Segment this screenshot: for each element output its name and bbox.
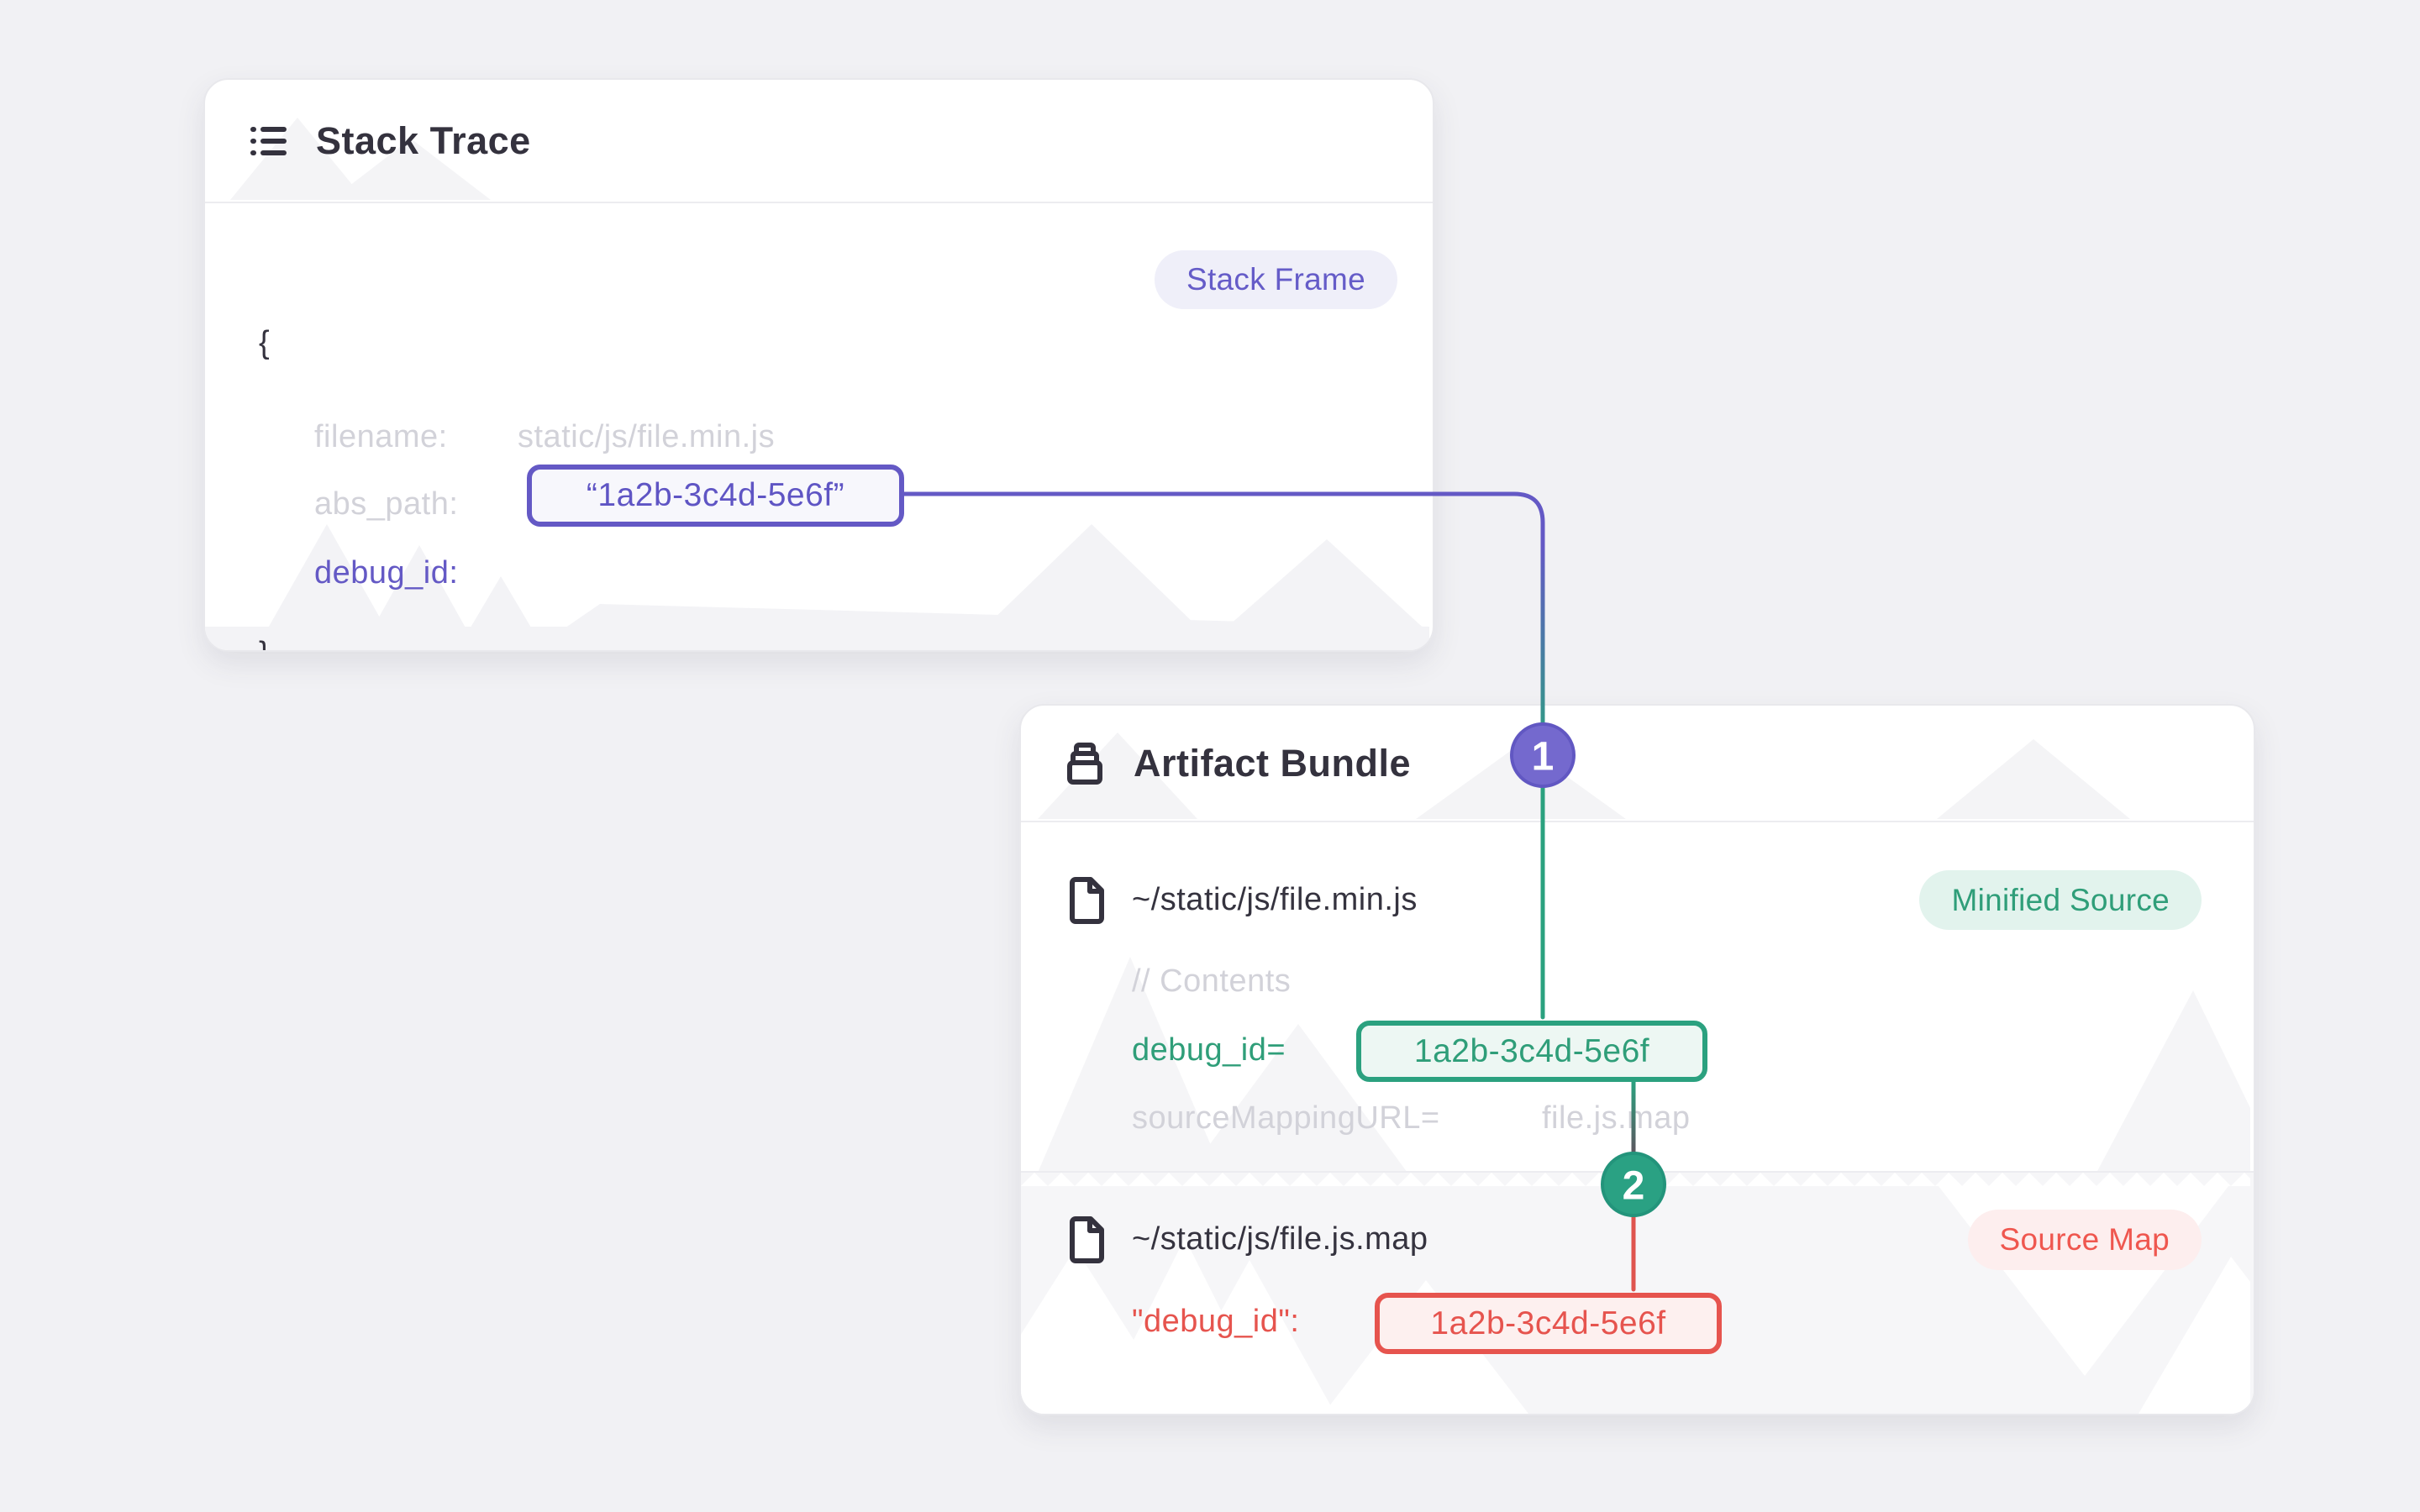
source-map-section: ~/static/js/file.js.map Source Map "debu…	[1021, 1173, 2254, 1414]
filename-label: filename:	[314, 419, 448, 454]
source-mapping-url-label: sourceMappingURL=	[1132, 1100, 1440, 1136]
sourcemap-debug-id-box: 1a2b-3c4d-5e6f	[1375, 1293, 1722, 1354]
stack-trace-header: Stack Trace	[205, 80, 1433, 202]
filename-value: static/js/file.min.js	[518, 419, 776, 454]
header-divider	[1021, 821, 2254, 822]
debug-id-label: debug_id:	[314, 555, 459, 591]
contents-comment: // Contents	[1132, 963, 1292, 999]
stack-frame-badge-label: Stack Frame	[1186, 262, 1365, 297]
file-icon	[1070, 1216, 1104, 1263]
minified-source-badge: Minified Source	[1919, 870, 2202, 930]
sourcemap-debug-id-value: 1a2b-3c4d-5e6f	[1430, 1305, 1666, 1341]
minified-debug-id-value: 1a2b-3c4d-5e6f	[1413, 1032, 1650, 1069]
list-icon	[250, 126, 287, 155]
sourcemap-file-path: ~/static/js/file.js.map	[1132, 1221, 1428, 1257]
abs-path-label: abs_path:	[314, 486, 459, 522]
brace-close: }	[259, 636, 270, 650]
minified-debug-id-label: debug_id=	[1132, 1032, 1286, 1068]
file-icon	[1070, 877, 1104, 924]
brace-open: {	[259, 325, 271, 360]
artifact-bundle-header: Artifact Bundle	[1021, 706, 2254, 821]
artifact-bundle-card: Artifact Bundle ~/static/js/file.min.js …	[1019, 704, 2255, 1415]
stack-debug-id-value: “1a2b-3c4d-5e6f”	[586, 477, 845, 513]
minified-file-path: ~/static/js/file.min.js	[1132, 882, 1418, 917]
sourcemap-debug-id-label: "debug_id":	[1132, 1304, 1300, 1339]
minified-source-badge-label: Minified Source	[1951, 882, 2170, 917]
stack-trace-title: Stack Trace	[316, 118, 531, 162]
stack-debug-id-box: “1a2b-3c4d-5e6f”	[527, 465, 904, 527]
header-divider	[205, 202, 1433, 203]
minified-debug-id-box: 1a2b-3c4d-5e6f	[1356, 1021, 1707, 1082]
source-map-badge: Source Map	[1967, 1210, 2202, 1270]
stack-trace-card: Stack Trace { Stack Frame filename: stat…	[203, 78, 1434, 652]
source-map-badge-label: Source Map	[1999, 1222, 2170, 1257]
stack-frame-badge: Stack Frame	[1154, 250, 1397, 309]
source-mapping-url-value: file.js.map	[1542, 1100, 1691, 1136]
archive-box-icon	[1067, 742, 1102, 785]
artifact-bundle-title: Artifact Bundle	[1134, 741, 1412, 785]
